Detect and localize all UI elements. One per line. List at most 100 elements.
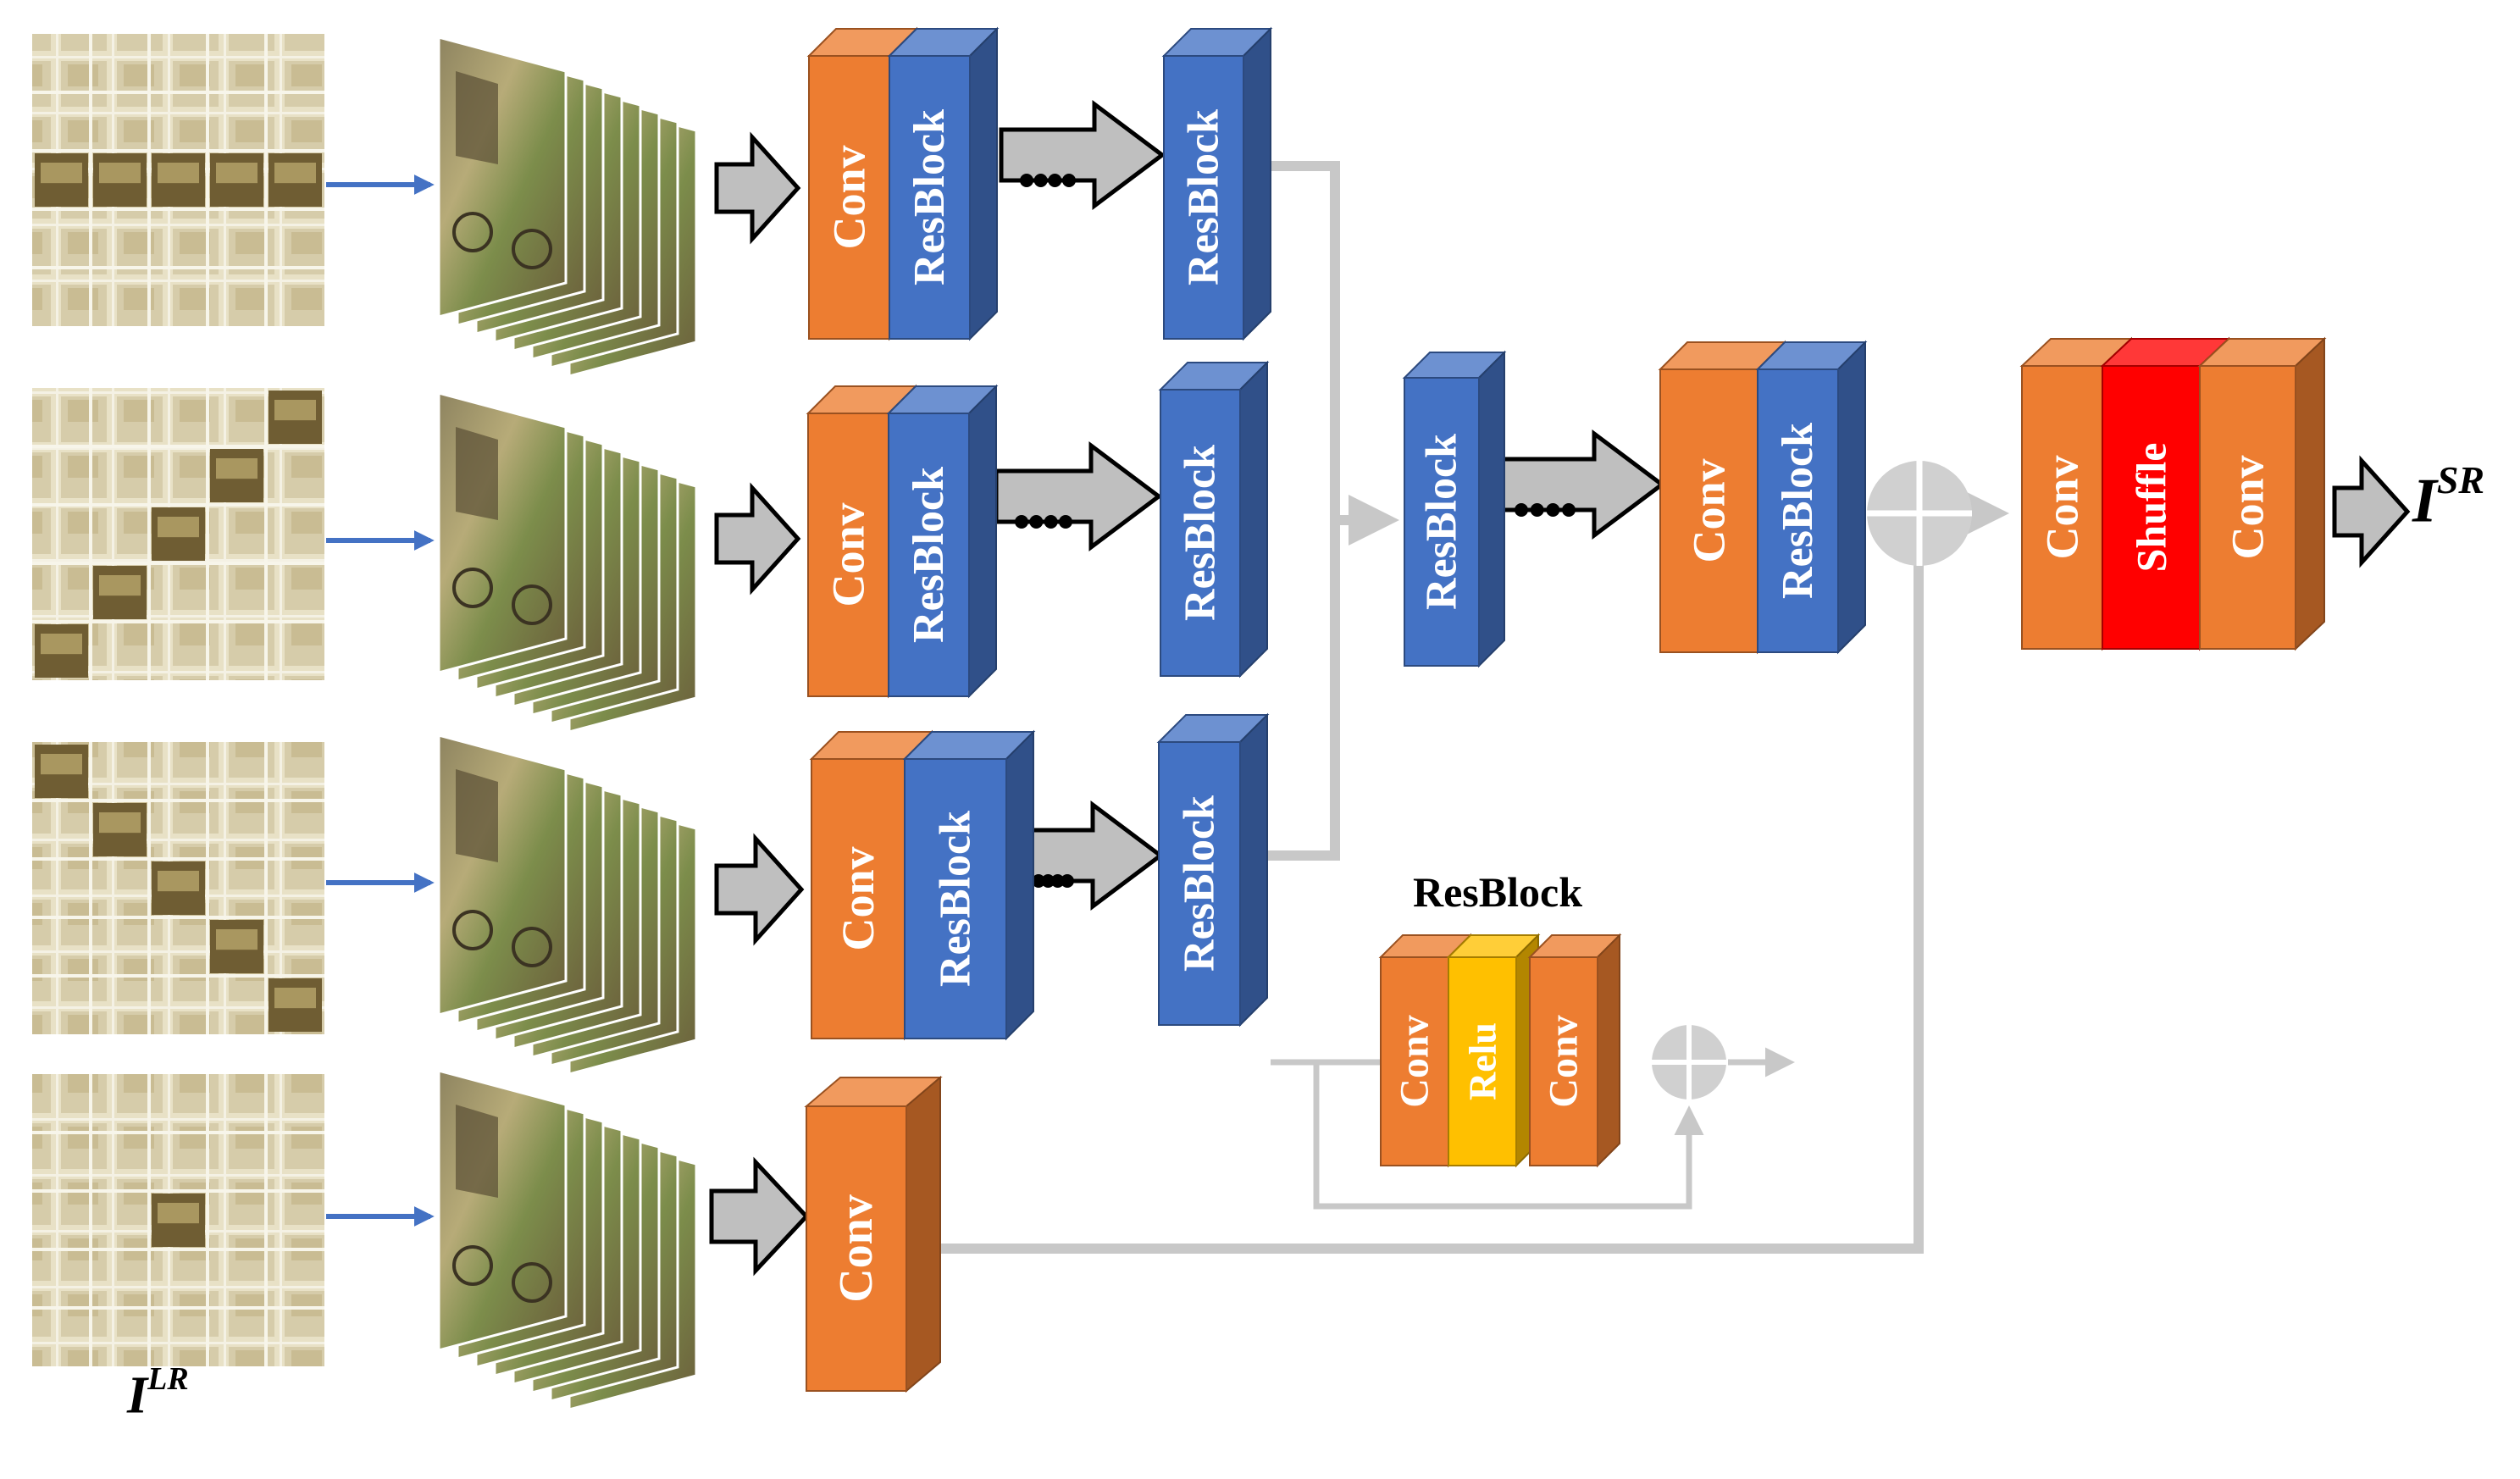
row3-resblock-face bbox=[904, 758, 1007, 1039]
mid-resblock-face bbox=[1404, 377, 1480, 667]
feature-stack-1-wheel bbox=[512, 229, 552, 269]
input-grid-4-selected-cell-detail bbox=[158, 1203, 199, 1224]
input-grids bbox=[32, 34, 324, 1366]
input-grid-1-selected-cell-detail bbox=[41, 163, 82, 184]
input-grid-2 bbox=[32, 388, 324, 680]
input-grid-1-selected-cell-detail bbox=[274, 163, 316, 184]
feature-stack-3-wheel bbox=[452, 910, 493, 950]
row2-resblock-label: ResBlock bbox=[905, 467, 953, 643]
row4-conv: Conv bbox=[804, 1075, 943, 1393]
up-shuffle-label: Shuffle bbox=[2128, 443, 2175, 573]
legend-relu-face bbox=[1448, 956, 1517, 1166]
output-symbol: I bbox=[2412, 466, 2437, 536]
row3-resblock-last-side bbox=[1239, 712, 1268, 1028]
row3-conv-face bbox=[811, 758, 906, 1039]
global-skip-connector bbox=[939, 549, 1924, 1254]
output-superscript: SR bbox=[2436, 458, 2485, 501]
feature-stack-3-wheel bbox=[512, 927, 552, 967]
row3-resblock-side bbox=[1005, 729, 1034, 1041]
legend-conv-2-side bbox=[1597, 933, 1620, 1168]
legend-conv-2-label: Conv bbox=[1542, 1015, 1587, 1107]
input-grid-3-selected-cell-detail bbox=[216, 929, 258, 950]
row1-resblock: ResBlock bbox=[887, 26, 1000, 341]
row3-resblock-label: ResBlock bbox=[932, 811, 980, 987]
flow-arrow-row2 bbox=[714, 482, 801, 595]
input-grid-1 bbox=[32, 34, 324, 326]
feature-stack-3 bbox=[437, 734, 698, 1076]
feature-stack-4 bbox=[437, 1069, 698, 1411]
row1-dotted-arrow bbox=[999, 100, 1166, 210]
input-grid-2-selected-cell-detail bbox=[216, 458, 258, 479]
input-grid-2-selected-cell-detail bbox=[99, 575, 141, 596]
feature-stack-1-window bbox=[456, 71, 498, 164]
row1-resblock-label: ResBlock bbox=[906, 109, 954, 285]
legend-skip-line bbox=[1313, 1062, 1704, 1210]
up-conv-2-label: Conv bbox=[2223, 455, 2274, 559]
feature-stack-2-wheel bbox=[452, 568, 493, 608]
input-grid-1-selected-cell-detail bbox=[99, 163, 141, 184]
mid-resblock-2-side bbox=[1837, 340, 1866, 655]
flow-arrow-row1 bbox=[714, 131, 801, 245]
feature-stack-1-wheel bbox=[452, 212, 493, 252]
row1-conv-label: Conv bbox=[824, 145, 875, 249]
legend-relu-label: Relu bbox=[1461, 1022, 1504, 1100]
global-sum-node bbox=[1867, 461, 1972, 566]
row2-resblock: ResBlock bbox=[886, 384, 999, 699]
feature-stack-4-wheel bbox=[512, 1262, 552, 1303]
up-conv-2-side bbox=[2295, 336, 2325, 651]
input-grid-2-selected-cell-detail bbox=[274, 400, 316, 421]
row4-conv-face bbox=[806, 1105, 907, 1392]
row2-conv-label: Conv bbox=[823, 502, 874, 607]
input-symbol: I bbox=[127, 1366, 148, 1425]
input-grid-3 bbox=[32, 742, 324, 1034]
row2-resblock-side bbox=[968, 384, 997, 699]
legend-conv-2: Conv bbox=[1527, 933, 1622, 1168]
up-conv-2: Conv bbox=[2197, 336, 2327, 651]
connector-layer bbox=[326, 161, 2009, 1254]
row1-resblock-last-face bbox=[1163, 55, 1244, 340]
row3-resblock-last: ResBlock bbox=[1156, 712, 1270, 1028]
flow-arrow-row3 bbox=[714, 833, 805, 946]
row2-resblock-face bbox=[888, 413, 970, 697]
row3-dotted-arrow bbox=[1011, 800, 1165, 911]
feature-stack-2-wheel bbox=[512, 584, 552, 625]
row2-resblock-last-label: ResBlock bbox=[1177, 445, 1225, 621]
mid-resblock-side bbox=[1478, 350, 1505, 668]
input-grid-1-selected-cell-detail bbox=[158, 163, 199, 184]
row2-dotted-arrow bbox=[994, 441, 1163, 551]
flow-arrow-row4 bbox=[709, 1156, 810, 1277]
row1-resblock-last-side bbox=[1243, 26, 1271, 341]
mid-resblock: ResBlock bbox=[1402, 350, 1507, 668]
resblock-legend-title: ResBlock bbox=[1413, 868, 1582, 916]
feature-stack-4-wheel bbox=[452, 1245, 493, 1286]
input-lr-label: ILR bbox=[127, 1361, 189, 1426]
mid-dotted-arrow bbox=[1493, 429, 1666, 540]
row1-resblock-last-label: ResBlock bbox=[1180, 109, 1228, 285]
mid-conv-label: Conv bbox=[1684, 458, 1735, 562]
up-conv-2-face bbox=[2199, 365, 2296, 650]
feature-stack-4-window bbox=[456, 1105, 498, 1198]
mid-resblock-label: ResBlock bbox=[1418, 434, 1466, 610]
input-grid-2-selected-cell-detail bbox=[158, 517, 199, 538]
input-grid-3-selected-cell-detail bbox=[158, 871, 199, 892]
output-arrow bbox=[2332, 455, 2411, 568]
legend-conv-1: Conv bbox=[1378, 933, 1473, 1168]
row1-resblock-face bbox=[889, 55, 971, 340]
input-grid-3-selected-cell-detail bbox=[274, 988, 316, 1009]
output-sr-label: ISR bbox=[2412, 458, 2484, 538]
legend-sum-node bbox=[1652, 1025, 1726, 1100]
row2-conv-face bbox=[807, 413, 889, 697]
row2-resblock-last: ResBlock bbox=[1158, 360, 1270, 679]
row3-resblock: ResBlock bbox=[902, 729, 1036, 1041]
mid-resblock-2-face bbox=[1757, 368, 1839, 653]
feature-stack-2 bbox=[437, 391, 698, 734]
input-grid-3-selected-cell-detail bbox=[41, 754, 82, 775]
row3-conv-label: Conv bbox=[833, 846, 883, 950]
input-grid-4 bbox=[32, 1074, 324, 1366]
input-grid-2-selected-cell-detail bbox=[41, 634, 82, 655]
input-grid-3-selected-cell-detail bbox=[99, 812, 141, 834]
row2-resblock-last-side bbox=[1239, 360, 1268, 679]
